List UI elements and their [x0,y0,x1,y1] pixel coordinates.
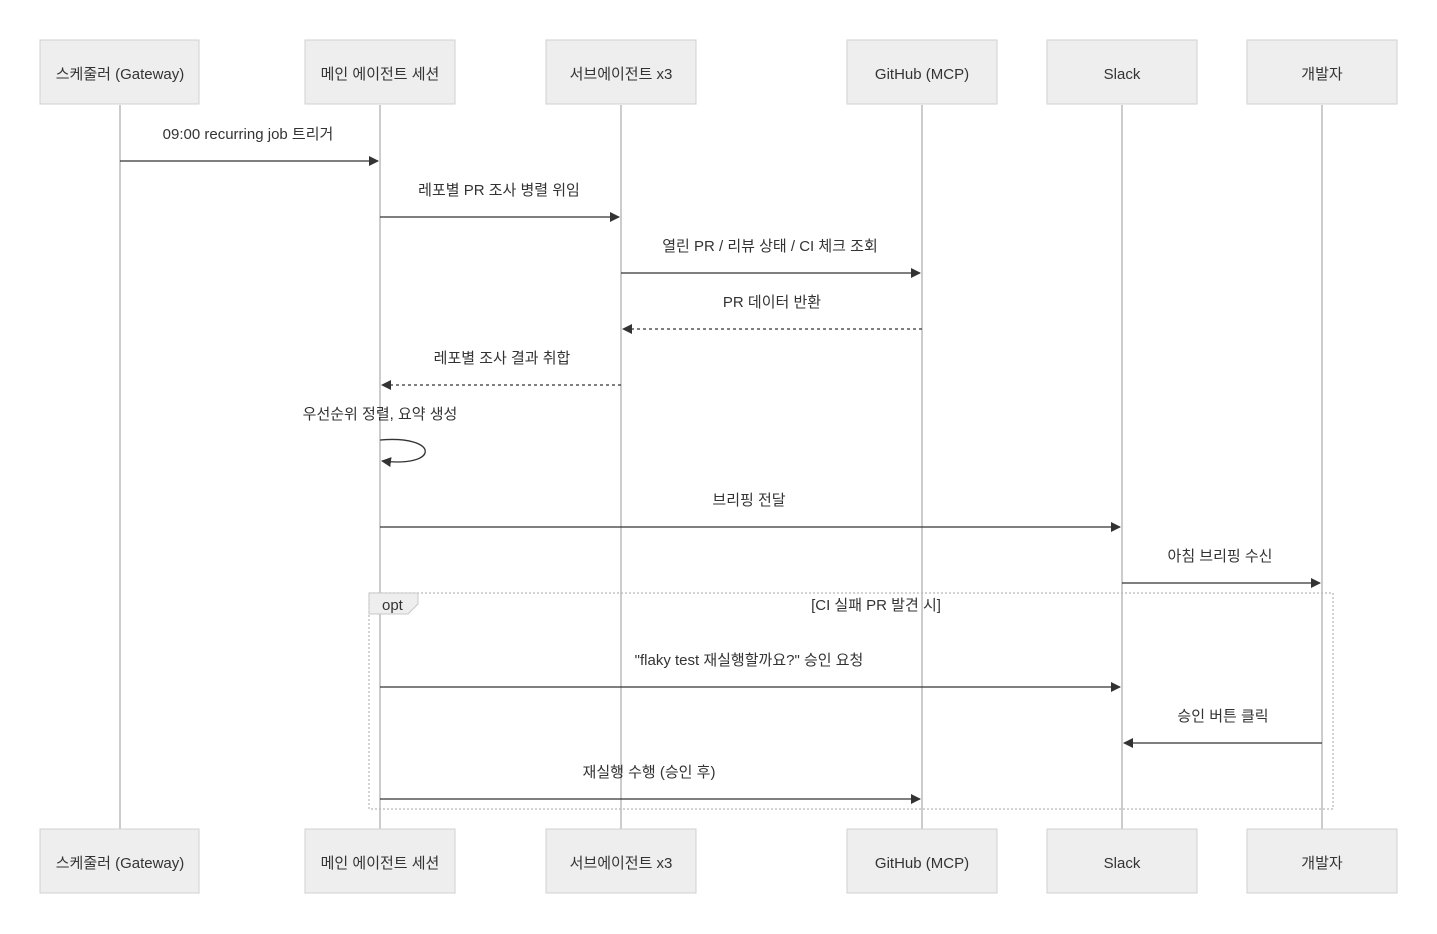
actor-box [1246,39,1398,105]
actor-box [846,828,998,894]
actor-sub-bottom: 서브에이전트 x3 [545,828,697,894]
actor-sub-top: 서브에이전트 x3 [545,39,697,105]
opt-frame: opt [CI 실패 PR 발견 시] [368,592,1334,810]
actor-label: 메인 에이전트 세션 [321,855,440,872]
opt-frame-kind: opt [382,597,404,614]
actor-main-bottom: 메인 에이전트 세션 [304,828,456,894]
messages: 09:00 recurring job 트리거 레포별 PR 조사 병렬 위임 … [120,126,1322,804]
message-label: 09:00 recurring job 트리거 [163,126,334,143]
actor-scheduler-bottom: 스케줄러 (Gateway) [39,828,200,894]
actor-label: 스케줄러 (Gateway) [56,66,185,83]
actor-box [304,828,456,894]
message-label: PR 데이터 반환 [723,294,821,311]
message-label: 레포별 PR 조사 병렬 위임 [418,182,580,199]
actor-box [39,828,200,894]
actor-box [39,39,200,105]
actor-dev-top: 개발자 [1246,39,1398,105]
message-label: 우선순위 정렬, 요약 생성 [303,406,458,423]
actor-scheduler-top: 스케줄러 (Gateway) [39,39,200,105]
actor-box [1046,828,1198,894]
actors-top: 스케줄러 (Gateway) 메인 에이전트 세션 서브에이전트 x3 GitH… [39,39,1398,105]
actor-box [1246,828,1398,894]
actor-label: Slack [1104,855,1141,872]
message-label: 레포별 조사 결과 취합 [434,350,571,367]
actor-box [1046,39,1198,105]
actor-github-bottom: GitHub (MCP) [846,828,998,894]
actor-label: 서브에이전트 x3 [570,855,673,872]
message-label: 재실행 수행 (승인 후) [583,764,716,781]
actor-box [545,828,697,894]
message-label: 열린 PR / 리뷰 상태 / CI 체크 조회 [662,238,878,255]
actor-dev-bottom: 개발자 [1246,828,1398,894]
actors-bottom: 스케줄러 (Gateway) 메인 에이전트 세션 서브에이전트 x3 GitH… [39,828,1398,894]
actor-label: 개발자 [1301,66,1343,83]
actor-main-top: 메인 에이전트 세션 [304,39,456,105]
actor-label: 스케줄러 (Gateway) [56,855,185,872]
actor-label: 메인 에이전트 세션 [321,66,440,83]
actor-label: Slack [1104,66,1141,83]
actor-box [846,39,998,105]
actor-box [304,39,456,105]
opt-frame-border [368,592,1334,810]
actor-label: 개발자 [1301,855,1343,872]
opt-frame-tab [368,592,419,615]
message-label: 아침 브리핑 수신 [1168,548,1273,565]
actor-box [545,39,697,105]
actor-slack-top: Slack [1046,39,1198,105]
actor-github-top: GitHub (MCP) [846,39,998,105]
actor-label: GitHub (MCP) [875,66,969,83]
actor-slack-bottom: Slack [1046,828,1198,894]
opt-frame-condition: [CI 실패 PR 발견 시] [811,597,941,614]
message-label: 승인 버튼 클릭 [1177,708,1268,725]
self-message-arrow [379,438,426,468]
actor-label: 서브에이전트 x3 [570,66,673,83]
actor-label: GitHub (MCP) [875,855,969,872]
message-label: "flaky test 재실행할까요?" 승인 요청 [635,652,864,669]
lifelines [119,105,1323,829]
message-label: 브리핑 전달 [712,492,785,509]
